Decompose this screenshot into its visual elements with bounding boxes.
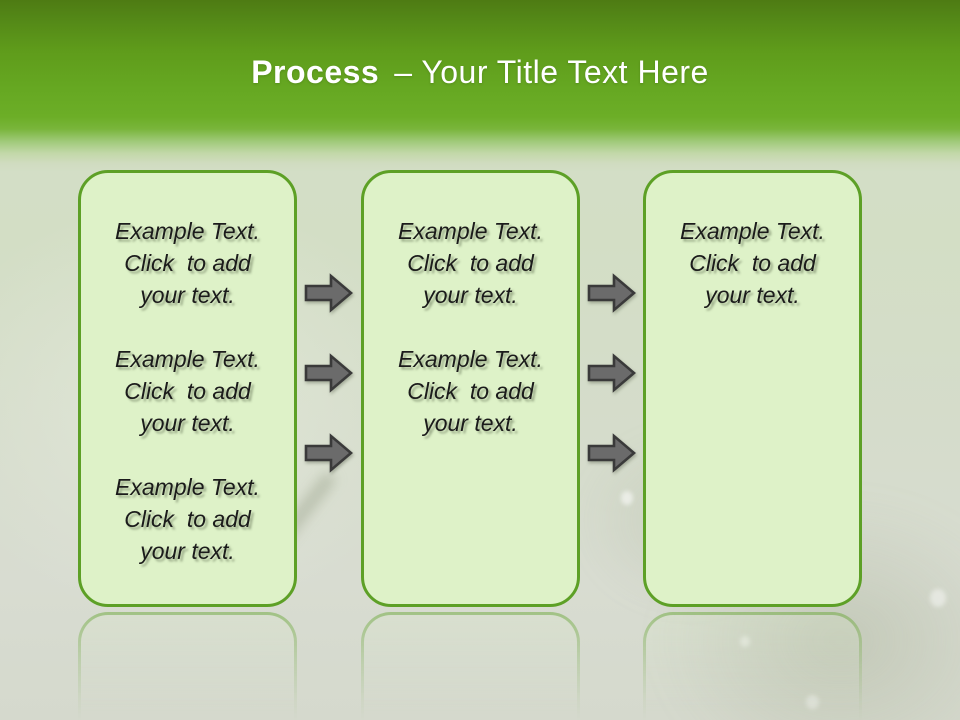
box-3-reflection [643,612,862,720]
box-reflection [0,612,960,720]
placeholder-text[interactable]: Example Text. Click to add your text. [115,474,260,564]
arrow-right-icon [587,433,637,473]
box-2-reflection [361,612,580,720]
process-box-2[interactable]: Example Text. Click to add your text. Ex… [361,170,580,607]
placeholder-text[interactable]: Example Text. Click to add your text. [115,346,260,436]
process-box-1[interactable]: Example Text. Click to add your text. Ex… [78,170,297,607]
bokeh-dot [930,589,946,607]
title-placeholder: – Your Title Text Here [394,54,709,90]
placeholder-text[interactable]: Example Text. Click to add your text. [115,218,260,308]
arrow-right-icon [587,273,637,313]
arrow-right-icon [304,433,354,473]
page-title[interactable]: Process – Your Title Text Here [0,54,960,91]
arrow-right-icon [304,353,354,393]
box-1-reflection [78,612,297,720]
arrow-right-icon [304,273,354,313]
title-keyword: Process [251,54,380,90]
slide-header: Process – Your Title Text Here [0,0,960,172]
placeholder-text[interactable]: Example Text. Click to add your text. [398,346,543,436]
arrow-right-icon [587,353,637,393]
bokeh-dot [621,491,633,505]
process-box-3[interactable]: Example Text. Click to add your text. [643,170,862,607]
placeholder-text[interactable]: Example Text. Click to add your text. [680,218,825,308]
placeholder-text[interactable]: Example Text. Click to add your text. [398,218,543,308]
